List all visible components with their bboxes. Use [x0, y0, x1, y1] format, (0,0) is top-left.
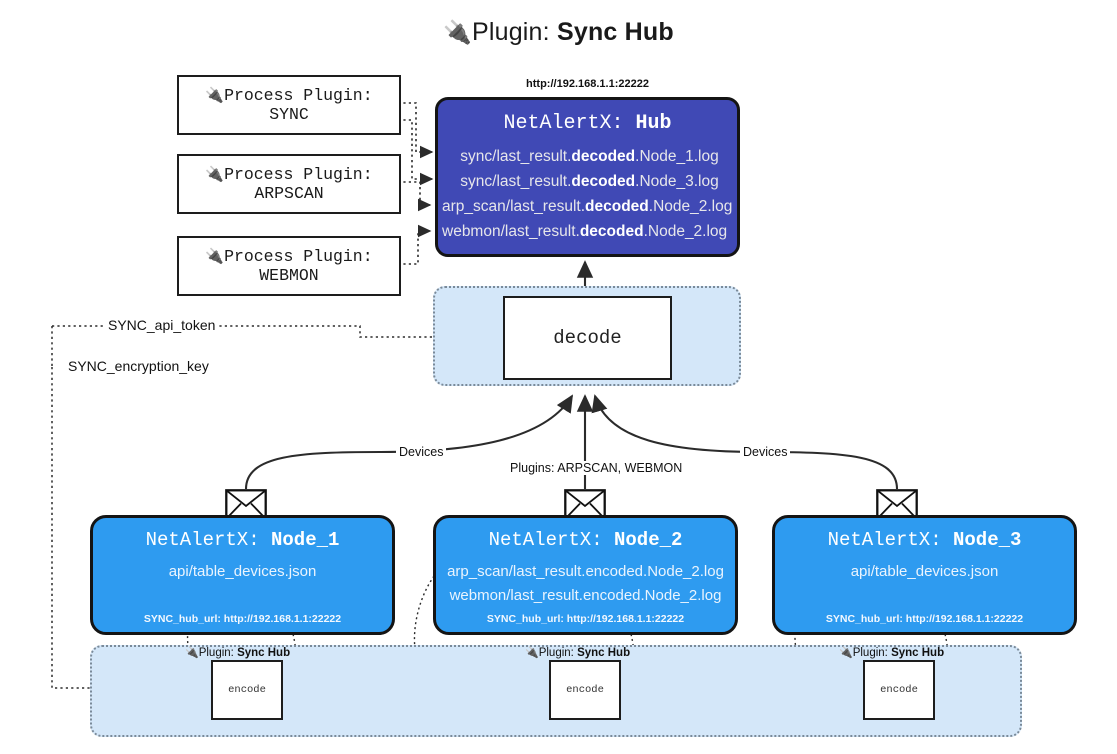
- log-post: .Node_2.log: [643, 223, 728, 241]
- process-plugin-box-webmon[interactable]: 🔌Process Plugin: WEBMON: [177, 236, 401, 296]
- process-plugin-box-sync[interactable]: 🔌Process Plugin: SYNC: [177, 75, 401, 135]
- node-hub-url: SYNC_hub_url: http://192.168.1.1:22222: [825, 613, 1024, 625]
- edge-label-plugins-center: Plugins: ARPSCAN, WEBMON: [507, 461, 686, 475]
- encode-box[interactable]: encode: [211, 660, 283, 720]
- electric-plug-icon: 🔌: [205, 164, 225, 183]
- decode-box[interactable]: decode: [503, 296, 672, 380]
- process-plugin-box-arpscan[interactable]: 🔌Process Plugin: ARPSCAN: [177, 154, 401, 214]
- process-plugin-title: Process Plugin:: [224, 85, 373, 105]
- node-line: api/table_devices.json: [168, 563, 317, 580]
- node-header-name: Node_2: [614, 529, 683, 551]
- sync-encryption-key-label: SYNC_encryption_key: [64, 358, 213, 374]
- encoder-caption-lead: Plugin:: [538, 647, 578, 659]
- encoder-caption-lead: Plugin:: [852, 647, 892, 659]
- log-bold: decoded: [571, 173, 636, 191]
- log-post: .Node_1.log: [635, 148, 719, 165]
- log-bold: decoded: [585, 198, 649, 216]
- log-pre: arp_scan/last_result.: [442, 198, 586, 216]
- hub-log-row: arp_scan/last_result.decoded.Node_2.log: [438, 194, 737, 219]
- node-header-prefix: NetAlertX:: [827, 529, 953, 551]
- node-header: NetAlertX: Node_1: [93, 529, 392, 551]
- node-line: arp_scan/last_result.encoded.Node_2.log: [447, 563, 724, 580]
- hub-log-row: sync/last_result.decoded.Node_1.log: [438, 144, 737, 169]
- envelope-icon[interactable]: [876, 489, 918, 520]
- electric-plug-icon: 🔌: [525, 646, 539, 659]
- encode-box[interactable]: encode: [549, 660, 621, 720]
- log-pre: webmon/last_result.: [442, 223, 580, 241]
- process-plugin-name: ARPSCAN: [254, 184, 324, 203]
- node-header: NetAlertX: Node_3: [775, 529, 1074, 551]
- node-box-node-2[interactable]: NetAlertX: Node_2 arp_scan/last_result.e…: [433, 515, 738, 635]
- encoder-caption: 🔌Plugin: Sync Hub: [525, 646, 630, 659]
- encoder-caption-strong: Sync Hub: [237, 647, 291, 659]
- node-hub-url: SYNC_hub_url: http://192.168.1.1:22222: [486, 613, 685, 625]
- node-header-prefix: NetAlertX:: [145, 529, 271, 551]
- hub-log-list: sync/last_result.decoded.Node_1.log sync…: [438, 144, 737, 244]
- node-header: NetAlertX: Node_2: [436, 529, 735, 551]
- encoder-caption-strong: Sync Hub: [891, 647, 945, 659]
- encoder-caption: 🔌Plugin: Sync Hub: [185, 646, 290, 659]
- encoder-caption-strong: Sync Hub: [577, 647, 631, 659]
- electric-plug-icon: 🔌: [443, 19, 472, 45]
- node-header-name: Node_1: [271, 529, 340, 551]
- node-line: api/table_devices.json: [850, 563, 999, 580]
- node-box-node-3[interactable]: NetAlertX: Node_3 api/table_devices.json…: [772, 515, 1077, 635]
- log-pre: sync/last_result.: [460, 148, 572, 165]
- node-line-list: api/table_devices.json: [775, 560, 1074, 584]
- node-line-list: arp_scan/last_result.encoded.Node_2.log …: [436, 560, 735, 608]
- electric-plug-icon: 🔌: [839, 646, 853, 659]
- log-post: .Node_2.log: [648, 198, 733, 216]
- process-plugin-name: SYNC: [269, 105, 309, 124]
- electric-plug-icon: 🔌: [205, 246, 225, 265]
- hub-header: NetAlertX: Hub: [438, 112, 737, 135]
- electric-plug-icon: 🔌: [205, 85, 225, 104]
- page-title-lead: Plugin:: [471, 18, 557, 46]
- edge-label-devices-left: Devices: [396, 445, 447, 459]
- node-header-name: Node_3: [953, 529, 1022, 551]
- electric-plug-icon: 🔌: [185, 646, 199, 659]
- log-pre: sync/last_result.: [460, 173, 572, 191]
- envelope-icon[interactable]: [564, 489, 606, 520]
- log-bold: decoded: [579, 223, 644, 241]
- hub-url-label: http://192.168.1.1:22222: [526, 78, 649, 90]
- hub-log-row: sync/last_result.decoded.Node_3.log: [438, 169, 737, 194]
- sync-api-token-label: SYNC_api_token: [104, 317, 220, 333]
- node-hub-url: SYNC_hub_url: http://192.168.1.1:22222: [143, 613, 342, 625]
- node-header-prefix: NetAlertX:: [488, 529, 614, 551]
- log-bold: decoded: [571, 148, 636, 165]
- encoder-caption-lead: Plugin:: [198, 647, 238, 659]
- node-box-node-1[interactable]: NetAlertX: Node_1 api/table_devices.json…: [90, 515, 395, 635]
- node-line-list: api/table_devices.json: [93, 560, 392, 584]
- process-plugin-name: WEBMON: [259, 266, 319, 285]
- hub-log-row: webmon/last_result.decoded.Node_2.log: [438, 219, 737, 244]
- page-title-strong: Sync Hub: [556, 18, 674, 46]
- process-plugin-title: Process Plugin:: [224, 246, 373, 266]
- log-post: .Node_3.log: [635, 173, 719, 191]
- edge-label-devices-right: Devices: [740, 445, 791, 459]
- encoder-caption: 🔌Plugin: Sync Hub: [839, 646, 944, 659]
- hub-header-name: Hub: [635, 112, 672, 135]
- page-title: 🔌Plugin: Sync Hub: [0, 18, 1117, 47]
- hub-header-prefix: NetAlertX:: [503, 112, 636, 135]
- process-plugin-title: Process Plugin:: [224, 164, 373, 184]
- node-line: webmon/last_result.encoded.Node_2.log: [449, 587, 722, 604]
- hub-node[interactable]: NetAlertX: Hub sync/last_result.decoded.…: [435, 97, 740, 257]
- encode-box[interactable]: encode: [863, 660, 935, 720]
